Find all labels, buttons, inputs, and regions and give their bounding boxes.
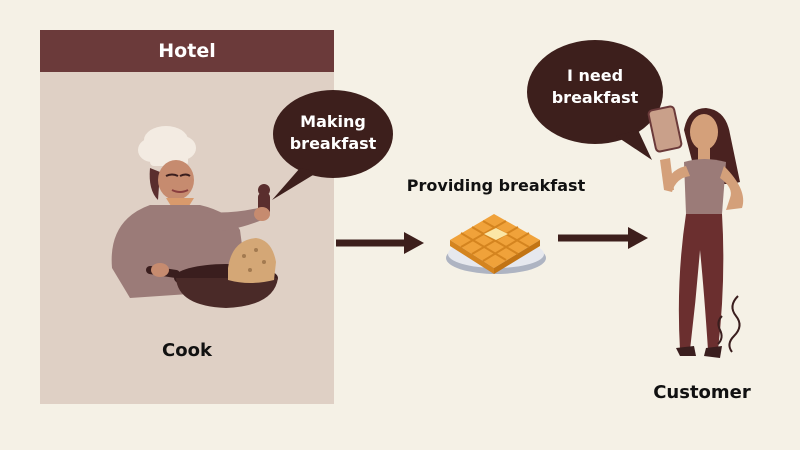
customer-speech-bubble: [527, 40, 663, 160]
flow-label: Providing breakfast: [406, 176, 586, 195]
waffle-icon: [446, 214, 546, 274]
cook-speech-line-2: breakfast: [289, 134, 377, 153]
cook-icon: [111, 126, 278, 308]
cook-speech-bubble: [272, 90, 393, 200]
cook-speech-line-1: Making: [300, 112, 366, 131]
cook-speech-text: Making breakfast: [285, 111, 381, 155]
cook-label: Cook: [162, 340, 212, 361]
arrow-to-customer: [558, 227, 648, 249]
customer-speech-line-2: breakfast: [551, 88, 639, 107]
hotel-panel: Hotel: [40, 30, 334, 404]
customer-speech-text: I need breakfast: [540, 65, 650, 109]
customer-icon: [647, 105, 744, 358]
customer-label: Customer: [653, 382, 751, 403]
customer-speech-line-1: I need: [566, 66, 624, 85]
hotel-title: Hotel: [40, 30, 334, 72]
arrow-to-waffle: [336, 232, 424, 254]
